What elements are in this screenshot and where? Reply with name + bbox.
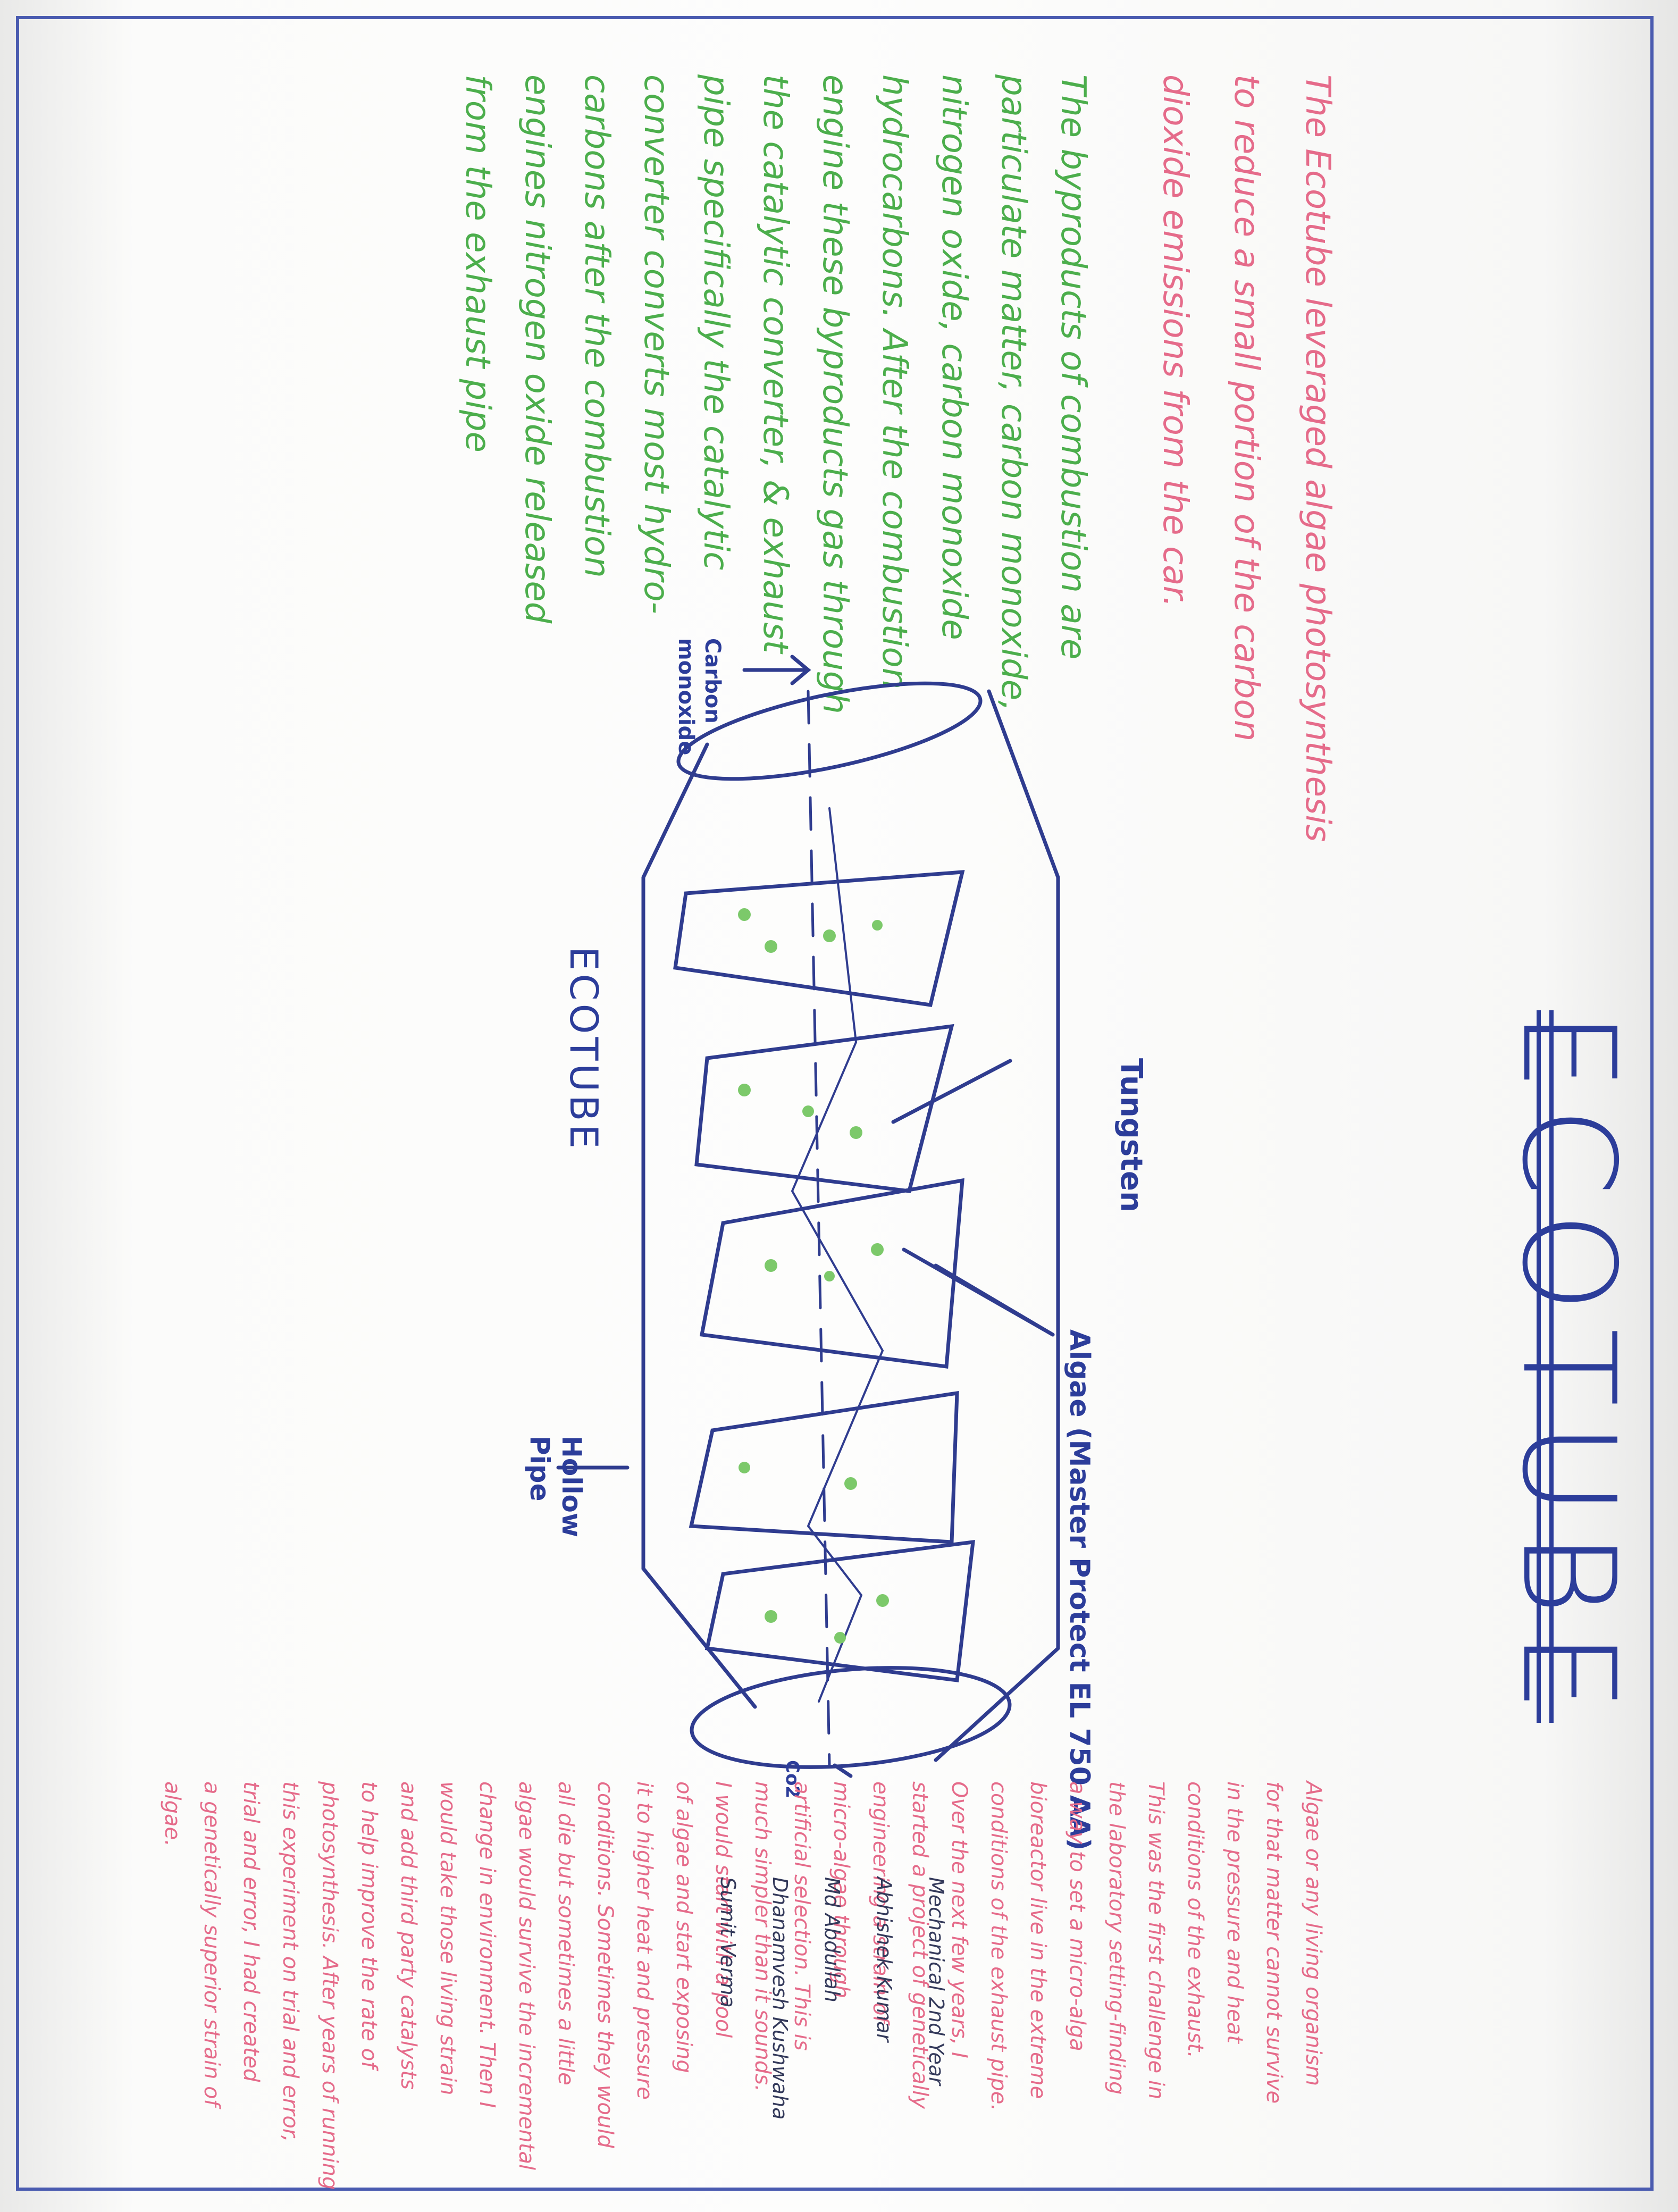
story-line: and add third party catalysts <box>396 1781 421 2090</box>
algae-leader <box>902 1247 1055 1337</box>
story-line: algae. <box>160 1781 184 1847</box>
credits-line: Sumit Verma <box>716 1877 740 2008</box>
story-line: a way to set a micro-alga <box>1065 1781 1089 2051</box>
carbon-arrow <box>742 655 811 685</box>
credits-line: Md Abdullah <box>820 1877 844 2002</box>
credits-line: Abhishek Kumar <box>872 1877 896 2042</box>
algae-plate <box>673 870 965 1007</box>
carbon-label-line: monoxide <box>674 638 698 756</box>
story-line: conditions. Sometimes they would <box>593 1781 617 2148</box>
poster-border <box>16 16 1654 2191</box>
story-line: This was the first challenge in <box>1144 1781 1168 2100</box>
algae-dot <box>765 1610 777 1623</box>
algae-dot <box>738 908 751 921</box>
inlet-opening <box>676 681 983 781</box>
credits-block: Mechanical 2nd Year Abhishek Kumar Md Ab… <box>686 1877 948 2120</box>
algae-dot <box>738 1084 751 1096</box>
algae-dot <box>765 1259 777 1272</box>
credits-line: Dhanamvesh Kushwaha <box>768 1877 792 2120</box>
story-line: conditions of the exhaust pipe. <box>986 1781 1011 2112</box>
carbon-monoxide-label: Carbon monoxide <box>670 638 725 756</box>
story-line: it to higher heat and pressure <box>632 1781 657 2100</box>
diagram-caption: ECOTUBE <box>561 946 606 1152</box>
algae-dot <box>802 1105 814 1117</box>
story-line: photosynthesis. After years of running <box>317 1781 342 2190</box>
story-line: this experiment on trial and error, <box>278 1781 303 2142</box>
tungsten-label: Tungsten <box>1114 1058 1148 1212</box>
story-line: for that matter cannot survive <box>1262 1781 1286 2104</box>
story-line: would take those living strain <box>435 1781 460 2096</box>
story-line: Over the next few years, I <box>947 1781 971 2058</box>
story-line: the laboratory setting-finding <box>1104 1781 1129 2095</box>
algae-label: Algae (Master Protect EL 750 AA) <box>1063 1329 1095 1851</box>
story-line: bioreactor live in the extreme <box>1026 1781 1050 2099</box>
outlet-opening <box>690 1666 1012 1769</box>
hollow-label-line: Pipe <box>524 1436 555 1502</box>
algae-dot <box>824 1271 835 1281</box>
story-line: algae would survive the incremental <box>514 1781 539 2171</box>
story-line: a genetically superior strain of <box>199 1781 224 2107</box>
hollow-pipe-label: Hollow Pipe <box>521 1436 587 1538</box>
algae-dot <box>834 1632 846 1644</box>
algae-dot <box>739 1462 750 1473</box>
story-line: all die but sometimes a little <box>553 1781 578 2085</box>
tungsten-leader <box>891 1059 1012 1124</box>
algae-dot <box>844 1477 857 1490</box>
tube-outline <box>641 689 1060 1762</box>
algae-dot <box>765 940 777 953</box>
carbon-label-line: Carbon <box>700 638 725 724</box>
credits-line: Mechanical 2nd Year <box>925 1877 948 2085</box>
tungsten-wire <box>791 807 884 1703</box>
title-double-underline <box>1537 1010 1554 1723</box>
story-line: trial and error, I had created <box>239 1781 263 2082</box>
algae-dot <box>871 1243 884 1256</box>
algae-plate <box>689 1390 959 1544</box>
algae-dot <box>872 920 883 931</box>
flow-centerline <box>807 690 831 1767</box>
story-line: conditions of the exhaust. <box>1183 1781 1207 2058</box>
story-line: change in environment. Then I <box>475 1781 499 2108</box>
algae-dot <box>850 1126 862 1139</box>
story-line: Algae or any living organism <box>1301 1781 1325 2087</box>
algae-plate <box>694 1024 954 1193</box>
algae-dot <box>876 1594 889 1607</box>
algae-dot <box>823 929 836 942</box>
algae-dots <box>738 908 889 1644</box>
hollow-label-line: Hollow <box>556 1436 587 1538</box>
story-line: to help improve the rate of <box>357 1781 381 2069</box>
algae-plate <box>704 1539 975 1682</box>
story-line: in the pressure and heat <box>1222 1781 1247 2043</box>
co2-arrow <box>833 1763 853 1778</box>
